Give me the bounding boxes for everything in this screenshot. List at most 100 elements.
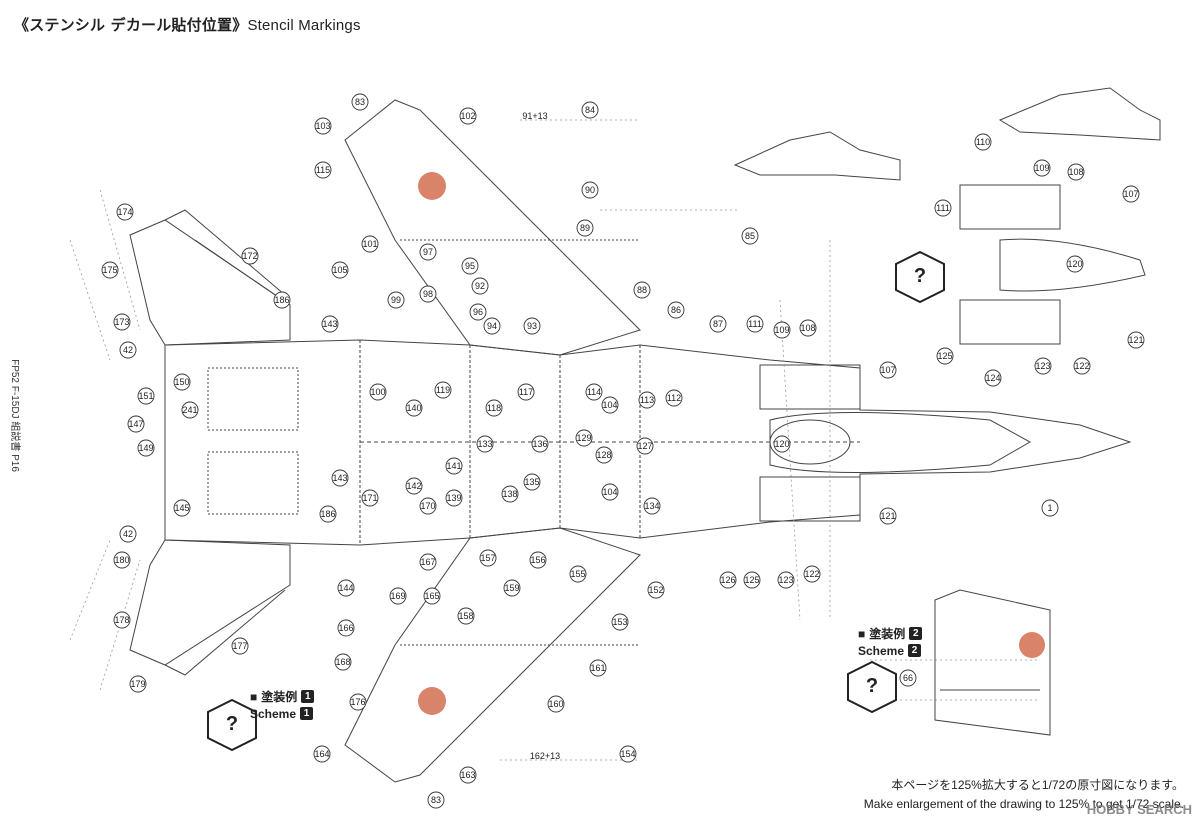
callout-label: 88 xyxy=(637,285,647,295)
callout-label: 171 xyxy=(362,493,377,503)
callout-label: 168 xyxy=(335,657,350,667)
callout-bubble: 138 xyxy=(501,485,519,503)
callout-bubble: 241 xyxy=(181,401,199,419)
callout-label: 128 xyxy=(596,450,611,460)
title-en: Stencil Markings xyxy=(247,17,361,34)
callout-label: 129 xyxy=(576,433,591,443)
svg-text:?: ? xyxy=(914,265,926,287)
callout-label: 94 xyxy=(487,321,497,331)
callout-bubble: 150 xyxy=(173,373,191,391)
callout-bubble: 133 xyxy=(476,435,494,453)
callout-bubble: 186 xyxy=(319,505,337,523)
callout-label: 135 xyxy=(524,477,539,487)
callout-bubble: 167 xyxy=(419,553,437,571)
callout-label: 99 xyxy=(391,295,401,305)
callout-bubble: 135 xyxy=(523,473,541,491)
callout-label: 123 xyxy=(1035,361,1050,371)
callout-label: 139 xyxy=(446,493,461,503)
callout-bubble: 120 xyxy=(1066,255,1084,273)
callout-label: 85 xyxy=(745,231,755,241)
callout-bubble: 95 xyxy=(461,257,479,275)
callout-label: 100 xyxy=(370,387,385,397)
callout-label: 175 xyxy=(102,265,117,275)
callout-label: 111 xyxy=(748,319,762,329)
callout-label: 122 xyxy=(804,569,819,579)
callout-bubble: 83 xyxy=(427,791,445,809)
callout-label: 113 xyxy=(640,395,654,405)
callout-bubble: 127 xyxy=(636,437,654,455)
callout-label: 153 xyxy=(612,617,627,627)
callout-label: 150 xyxy=(174,377,189,387)
callout-bubble: 178 xyxy=(113,611,131,629)
callout-label: 86 xyxy=(671,305,681,315)
callout-label: 108 xyxy=(800,323,815,333)
callout-bubble: 102 xyxy=(459,107,477,125)
callout-label: 163 xyxy=(460,770,475,780)
callout-label: 186 xyxy=(320,509,335,519)
callout-label: 101 xyxy=(362,239,377,249)
callout-bubble: 158 xyxy=(457,607,475,625)
hinomaru-roundel-upper xyxy=(418,172,446,200)
callout-bubble: 123 xyxy=(777,571,795,589)
callout-bubble: 163 xyxy=(459,766,477,784)
scheme-number: 1 xyxy=(300,707,314,720)
callout-label: 172 xyxy=(242,251,257,261)
callout-label: 179 xyxy=(130,679,145,689)
callout-label: 155 xyxy=(570,569,585,579)
direction-hex-icon: ? xyxy=(207,698,257,752)
callout-label: 162+13 xyxy=(530,751,560,761)
callout-bubble: 171 xyxy=(361,489,379,507)
callout-label: 125 xyxy=(937,351,952,361)
callout-label: 169 xyxy=(390,591,405,601)
callout-bubble: 159 xyxy=(503,579,521,597)
callout-bubble: 155 xyxy=(569,565,587,583)
callout-bubble: 160 xyxy=(547,695,565,713)
callout-bubble: 153 xyxy=(611,613,629,631)
callout-bubble: 124 xyxy=(984,369,1002,387)
callout-label: 109 xyxy=(1034,163,1049,173)
callout-bubble: 140 xyxy=(405,399,423,417)
callout-label: 120 xyxy=(774,439,789,449)
callout-label: 42 xyxy=(123,529,133,539)
callout-label: 42 xyxy=(123,345,133,355)
wing-inset-scheme2 xyxy=(934,589,1051,736)
callout-label: 123 xyxy=(778,575,793,585)
callout-label: 122 xyxy=(1074,361,1089,371)
callout-bubble: 109 xyxy=(1033,159,1051,177)
callout-label: 158 xyxy=(458,611,473,621)
callout-bubble: 84 xyxy=(581,101,599,119)
callout-bubble: 126 xyxy=(719,571,737,589)
callout-label: 167 xyxy=(420,557,435,567)
callout-label: 165 xyxy=(424,591,439,601)
callout-bubble: 118 xyxy=(485,399,503,417)
callout-label: 143 xyxy=(332,473,347,483)
callout-bubble: 114 xyxy=(585,383,603,401)
callout-bubble: 144 xyxy=(337,579,355,597)
callout-label: 178 xyxy=(114,615,129,625)
callout-bubble: 123 xyxy=(1034,357,1052,375)
callout-label: 95 xyxy=(465,261,475,271)
callout-label: 96 xyxy=(473,307,483,317)
hinomaru-roundel-inset xyxy=(1019,632,1045,658)
callout-label: 105 xyxy=(332,265,347,275)
callout-bubble: 169 xyxy=(389,587,407,605)
callout-bubble: 151 xyxy=(137,387,155,405)
callout-label: 93 xyxy=(527,321,537,331)
callout-label: 108 xyxy=(1068,167,1083,177)
hinomaru-roundel-lower xyxy=(418,687,446,715)
direction-hex-icon: ? xyxy=(847,660,897,714)
callout-label: 142 xyxy=(406,481,421,491)
callout-bubble: 105 xyxy=(331,261,349,279)
callout-bubble: 122 xyxy=(1073,357,1091,375)
callout-bubble: 121 xyxy=(879,507,897,525)
callout-bubble: 142 xyxy=(405,477,423,495)
callout-bubble: 113 xyxy=(638,391,656,409)
callout-label: 173 xyxy=(114,317,129,327)
callout-label: 118 xyxy=(487,403,501,413)
callout-label: 141 xyxy=(446,461,461,471)
callout-bubble: 147 xyxy=(127,415,145,433)
callout-label: 151 xyxy=(138,391,153,401)
callout-label: 138 xyxy=(502,489,517,499)
